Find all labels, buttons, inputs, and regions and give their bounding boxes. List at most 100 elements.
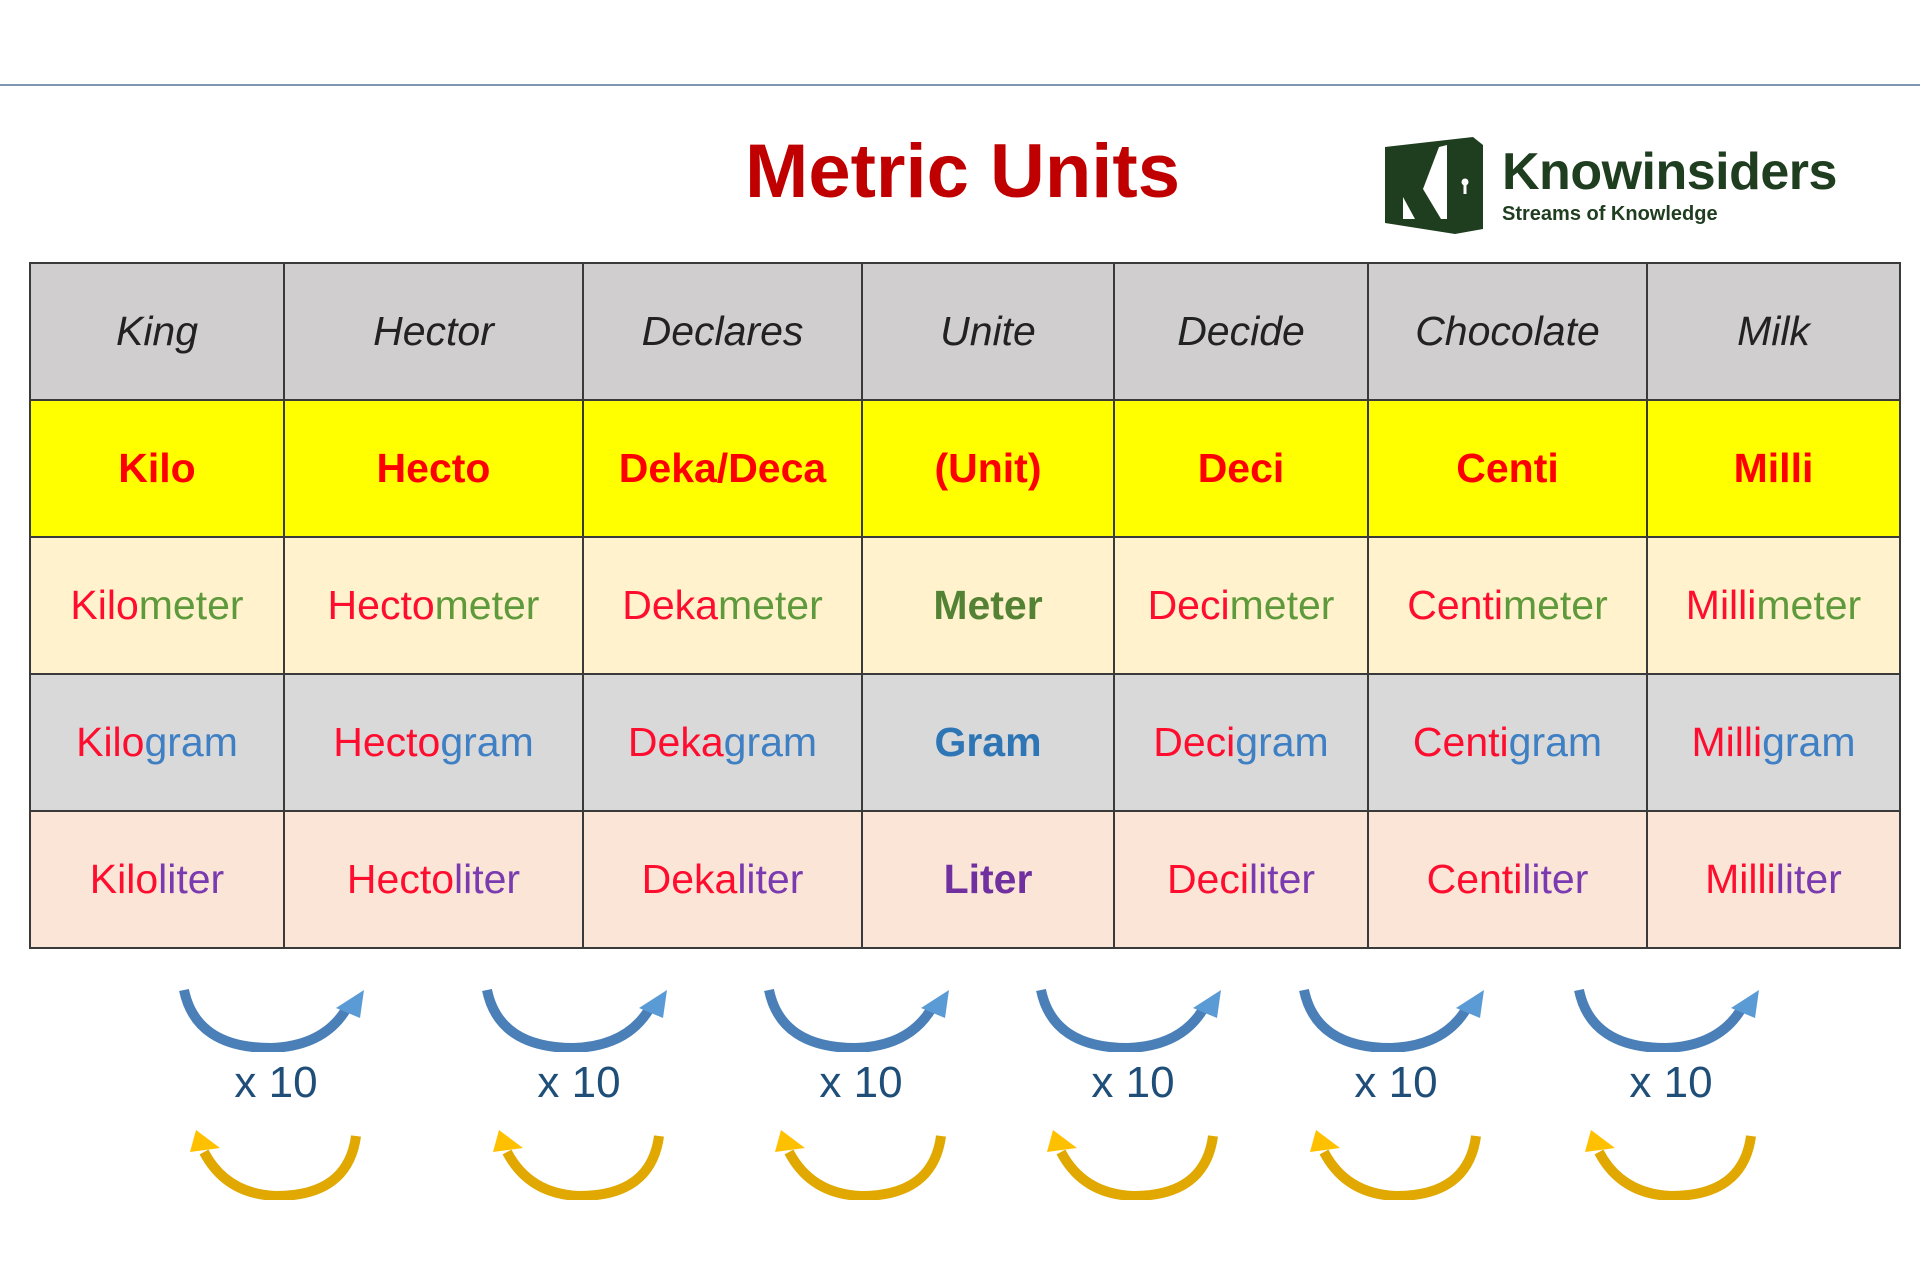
unit-suffix: liter bbox=[737, 856, 804, 902]
top-divider bbox=[0, 84, 1920, 86]
unit-prefix: Deka bbox=[622, 582, 718, 628]
conversion-group: x 10 bbox=[1571, 980, 1771, 1210]
unit-cell: Dekameter bbox=[582, 536, 863, 675]
unit-prefix: Deci bbox=[1166, 856, 1249, 902]
unit-cell: Dekaliter bbox=[582, 810, 863, 949]
unit-suffix: meter bbox=[1502, 582, 1608, 628]
unit-cell: Kilometer bbox=[29, 536, 285, 675]
unit-prefix: Milli bbox=[1705, 856, 1776, 902]
unit-cell: Decimeter bbox=[1113, 536, 1369, 675]
divide-arrow-icon bbox=[1047, 1130, 1218, 1200]
prefix-cell: Deci bbox=[1113, 399, 1369, 538]
divide-arrow-icon bbox=[1585, 1130, 1756, 1200]
conversion-label: x 10 bbox=[234, 1058, 318, 1107]
base-unit: Meter bbox=[933, 582, 1043, 628]
mnemonic-cell: Milk bbox=[1646, 262, 1901, 401]
unit-suffix: liter bbox=[1522, 856, 1589, 902]
unit-suffix: meter bbox=[1229, 582, 1335, 628]
multiply-arrow-icon bbox=[482, 988, 667, 1052]
conversion-group: x 10 bbox=[176, 980, 376, 1210]
unit-suffix: gram bbox=[1762, 719, 1856, 765]
unit-suffix: gram bbox=[1235, 719, 1329, 765]
divide-arrow-icon bbox=[775, 1130, 946, 1200]
unit-suffix: liter bbox=[158, 856, 225, 902]
unit-cell: Deciliter bbox=[1113, 810, 1369, 949]
multiply-arrow-icon bbox=[1574, 988, 1759, 1052]
unit-cell: Liter bbox=[861, 810, 1115, 949]
unit-suffix: liter bbox=[454, 856, 521, 902]
conversion-label: x 10 bbox=[1629, 1058, 1713, 1107]
unit-suffix: liter bbox=[1775, 856, 1842, 902]
unit-prefix: Centi bbox=[1426, 856, 1523, 902]
unit-suffix: gram bbox=[1508, 719, 1603, 765]
divide-arrow-icon bbox=[1310, 1130, 1481, 1200]
unit-cell: Meter bbox=[861, 536, 1115, 675]
unit-prefix: Milli bbox=[1685, 582, 1757, 628]
mnemonic-cell: Chocolate bbox=[1367, 262, 1648, 401]
unit-prefix: Kilo bbox=[89, 856, 159, 902]
prefix-cell: Milli bbox=[1646, 399, 1901, 538]
prefix-cell: Kilo bbox=[29, 399, 285, 538]
unit-prefix: Centi bbox=[1412, 719, 1509, 765]
mnemonic-cell: Declares bbox=[582, 262, 863, 401]
unit-prefix: Hecto bbox=[333, 719, 441, 765]
unit-cell: Centimeter bbox=[1367, 536, 1648, 675]
unit-prefix: Kilo bbox=[76, 719, 145, 765]
logo-tagline: Streams of Knowledge bbox=[1502, 203, 1718, 225]
prefix-cell: Deka/Deca bbox=[582, 399, 863, 538]
unit-suffix: meter bbox=[717, 582, 823, 628]
unit-prefix: Hecto bbox=[327, 582, 435, 628]
unit-suffix: gram bbox=[723, 719, 818, 765]
multiply-arrow-icon bbox=[1299, 988, 1484, 1052]
unit-prefix: Deci bbox=[1147, 582, 1230, 628]
unit-prefix: Milli bbox=[1691, 719, 1763, 765]
conversion-group: x 10 bbox=[761, 980, 961, 1210]
unit-prefix: Deka bbox=[627, 719, 724, 765]
unit-prefix: Centi bbox=[1407, 582, 1503, 628]
conversion-label: x 10 bbox=[819, 1058, 903, 1107]
page-title: Metric Units bbox=[745, 129, 1180, 214]
unit-prefix: Deka bbox=[641, 856, 738, 902]
unit-suffix: liter bbox=[1248, 856, 1316, 902]
base-unit: Liter bbox=[943, 856, 1033, 902]
unit-suffix: meter bbox=[434, 582, 540, 628]
unit-prefix: Kilo bbox=[70, 582, 139, 628]
conversion-label: x 10 bbox=[1354, 1058, 1438, 1107]
unit-cell: Hectoliter bbox=[283, 810, 584, 949]
logo-name: Knowinsiders bbox=[1502, 143, 1837, 201]
unit-cell: Millimeter bbox=[1646, 536, 1901, 675]
conversion-group: x 10 bbox=[1296, 980, 1496, 1210]
divide-arrow-icon bbox=[190, 1130, 361, 1200]
unit-suffix: meter bbox=[138, 582, 244, 628]
unit-suffix: gram bbox=[144, 719, 238, 765]
unit-cell: Gram bbox=[861, 673, 1115, 812]
mnemonic-cell: Unite bbox=[861, 262, 1115, 401]
unit-prefix: Deci bbox=[1153, 719, 1236, 765]
unit-cell: Centigram bbox=[1367, 673, 1648, 812]
conversion-label: x 10 bbox=[1091, 1058, 1175, 1107]
unit-cell: Milliliter bbox=[1646, 810, 1901, 949]
mnemonic-cell: Hector bbox=[283, 262, 584, 401]
conversion-label: x 10 bbox=[537, 1058, 621, 1107]
conversion-group: x 10 bbox=[1033, 980, 1233, 1210]
unit-cell: Centiliter bbox=[1367, 810, 1648, 949]
unit-cell: Hectogram bbox=[283, 673, 584, 812]
unit-cell: Hectometer bbox=[283, 536, 584, 675]
unit-suffix: gram bbox=[440, 719, 534, 765]
mnemonic-cell: Decide bbox=[1113, 262, 1369, 401]
unit-cell: Kiloliter bbox=[29, 810, 285, 949]
logo: Knowinsiders Streams of Knowledge bbox=[1385, 137, 1885, 237]
multiply-arrow-icon bbox=[179, 988, 364, 1052]
multiply-arrow-icon bbox=[764, 988, 949, 1052]
logo-k-icon bbox=[1385, 137, 1483, 234]
prefix-cell: (Unit) bbox=[861, 399, 1115, 538]
prefix-cell: Centi bbox=[1367, 399, 1648, 538]
unit-cell: Decigram bbox=[1113, 673, 1369, 812]
divide-arrow-icon bbox=[493, 1130, 664, 1200]
